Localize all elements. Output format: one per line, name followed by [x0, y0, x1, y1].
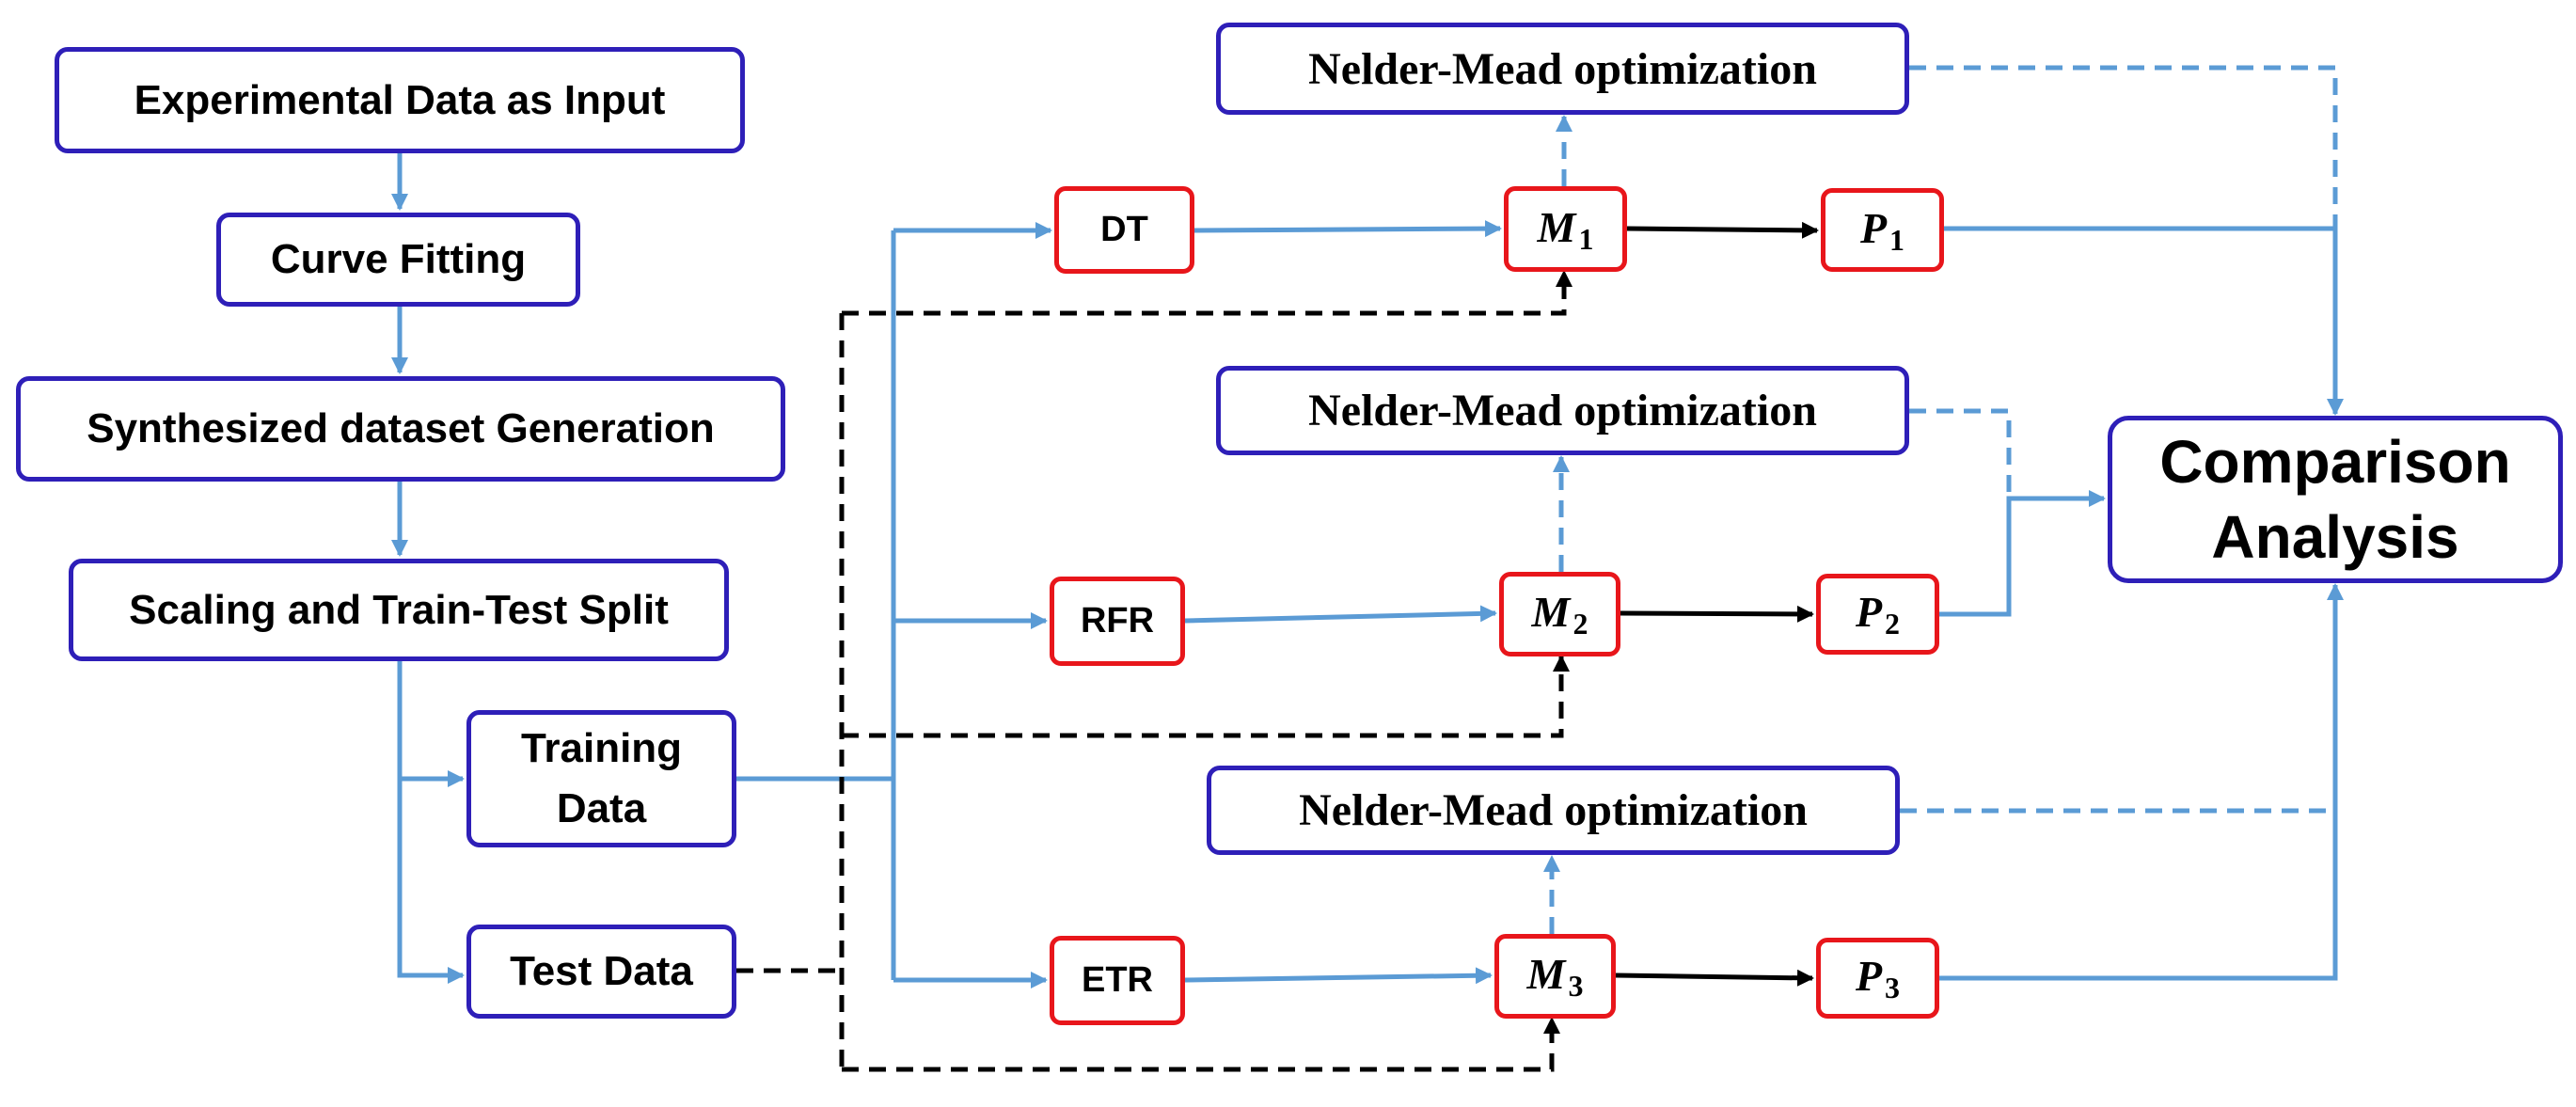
split-to-test — [397, 661, 465, 984]
model-m1-label: M1 — [1537, 202, 1594, 256]
p2-to-comparison — [1939, 490, 2106, 617]
training-data-label-line1: Training — [520, 725, 683, 772]
model-m1-box: M1 — [1504, 186, 1627, 272]
p1-to-comparison — [1944, 226, 2344, 416]
regressor-dt-label: DT — [1100, 210, 1148, 249]
m1-to-p1 — [1626, 221, 1819, 239]
comparison-analysis-box: Comparison Analysis — [2108, 416, 2563, 583]
prediction-p1-box: P1 — [1821, 188, 1944, 272]
synthesized-dataset-box: Synthesized dataset Generation — [16, 376, 785, 482]
comparison-label-line2: Analysis — [2211, 503, 2459, 571]
regressor-rfr-label: RFR — [1080, 601, 1155, 640]
nelder-mead-label-1: Nelder-Mead optimization — [1308, 43, 1817, 94]
regressor-dt-box: DT — [1054, 186, 1194, 274]
nelder-mead-box-3: Nelder-Mead optimization — [1207, 766, 1900, 855]
prediction-p2-box: P2 — [1816, 574, 1939, 655]
optimizer2-to-comparison — [1909, 408, 2012, 498]
nelder-mead-box-1: Nelder-Mead optimization — [1216, 23, 1909, 115]
training-data-box: Training Data — [466, 710, 736, 847]
regressor-etr-label: ETR — [1082, 960, 1153, 1000]
etr-to-m3 — [1184, 967, 1493, 985]
regressor-etr-box: ETR — [1050, 936, 1185, 1025]
nelder-mead-label-3: Nelder-Mead optimization — [1299, 785, 1808, 835]
curve-fitting-box: Curve Fitting — [216, 213, 580, 307]
curve-fitting-label: Curve Fitting — [270, 236, 527, 282]
comparison-label-line1: Comparison — [2159, 428, 2511, 496]
m2-to-p2 — [1620, 605, 1814, 623]
test-data-label: Test Data — [510, 948, 693, 994]
scaling-split-box: Scaling and Train-Test Split — [69, 559, 729, 661]
experimental-data-label: Experimental Data as Input — [134, 76, 666, 123]
test-to-m1 — [842, 270, 1572, 316]
test-to-m3 — [842, 1017, 1560, 1072]
model-m2-label: M2 — [1531, 588, 1588, 640]
prediction-p3-label: P3 — [1855, 952, 1901, 1004]
m3-to-p3 — [1615, 969, 1814, 987]
scaling-split-label: Scaling and Train-Test Split — [129, 586, 669, 633]
prediction-p2-label: P2 — [1855, 588, 1901, 640]
rfr-to-m2 — [1184, 605, 1497, 624]
model-m2-box: M2 — [1499, 572, 1620, 656]
prediction-p3-box: P3 — [1816, 938, 1939, 1019]
dt-to-m1 — [1193, 220, 1502, 238]
model-m3-box: M3 — [1494, 934, 1616, 1019]
test-data-box: Test Data — [466, 925, 736, 1019]
prediction-p1-label: P1 — [1859, 203, 1905, 257]
p3-to-comparison — [1939, 583, 2344, 981]
nelder-mead-box-2: Nelder-Mead optimization — [1216, 366, 1909, 455]
test-to-m2 — [842, 655, 1570, 738]
optimizer1-to-comparison — [1909, 65, 2338, 229]
synthesized-dataset-label: Synthesized dataset Generation — [87, 405, 715, 451]
experimental-data-box: Experimental Data as Input — [55, 47, 745, 153]
model-m3-label: M3 — [1526, 950, 1584, 1003]
training-data-label-line2: Data — [556, 785, 647, 831]
regressor-rfr-box: RFR — [1050, 577, 1185, 666]
nelder-mead-label-2: Nelder-Mead optimization — [1308, 386, 1817, 435]
